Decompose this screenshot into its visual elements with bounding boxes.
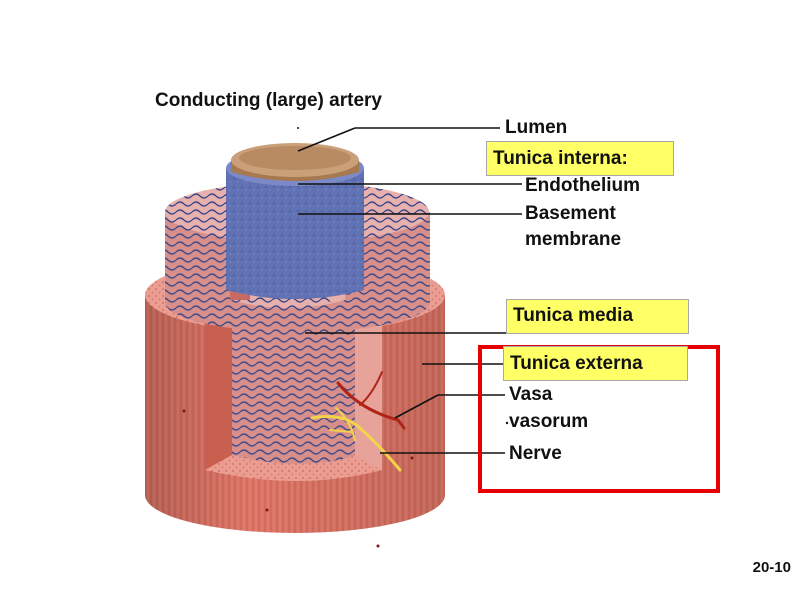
label-nerve: Nerve	[509, 443, 562, 464]
diagram-title: Conducting (large) artery	[155, 90, 382, 111]
label-lumen: Lumen	[505, 117, 568, 138]
label-vasa: Vasa	[509, 384, 553, 405]
label-tunica-media: Tunica media	[506, 299, 689, 334]
lumen-surface	[231, 143, 359, 181]
nerve-fiber	[310, 407, 402, 472]
leader-lines	[297, 127, 522, 454]
vasa-vasorum-vessels	[336, 371, 406, 430]
label-membrane: membrane	[525, 229, 622, 250]
tissue-flecks	[182, 409, 414, 548]
label-tunica-interna: Tunica interna:	[486, 141, 674, 176]
label-basement: Basement	[525, 203, 616, 224]
slide-number: 20-10	[752, 559, 791, 576]
label-tunica-externa: Tunica externa	[503, 346, 688, 381]
label-endothelium: Endothelium	[525, 175, 641, 196]
label-vasorum: vasorum	[509, 411, 589, 432]
